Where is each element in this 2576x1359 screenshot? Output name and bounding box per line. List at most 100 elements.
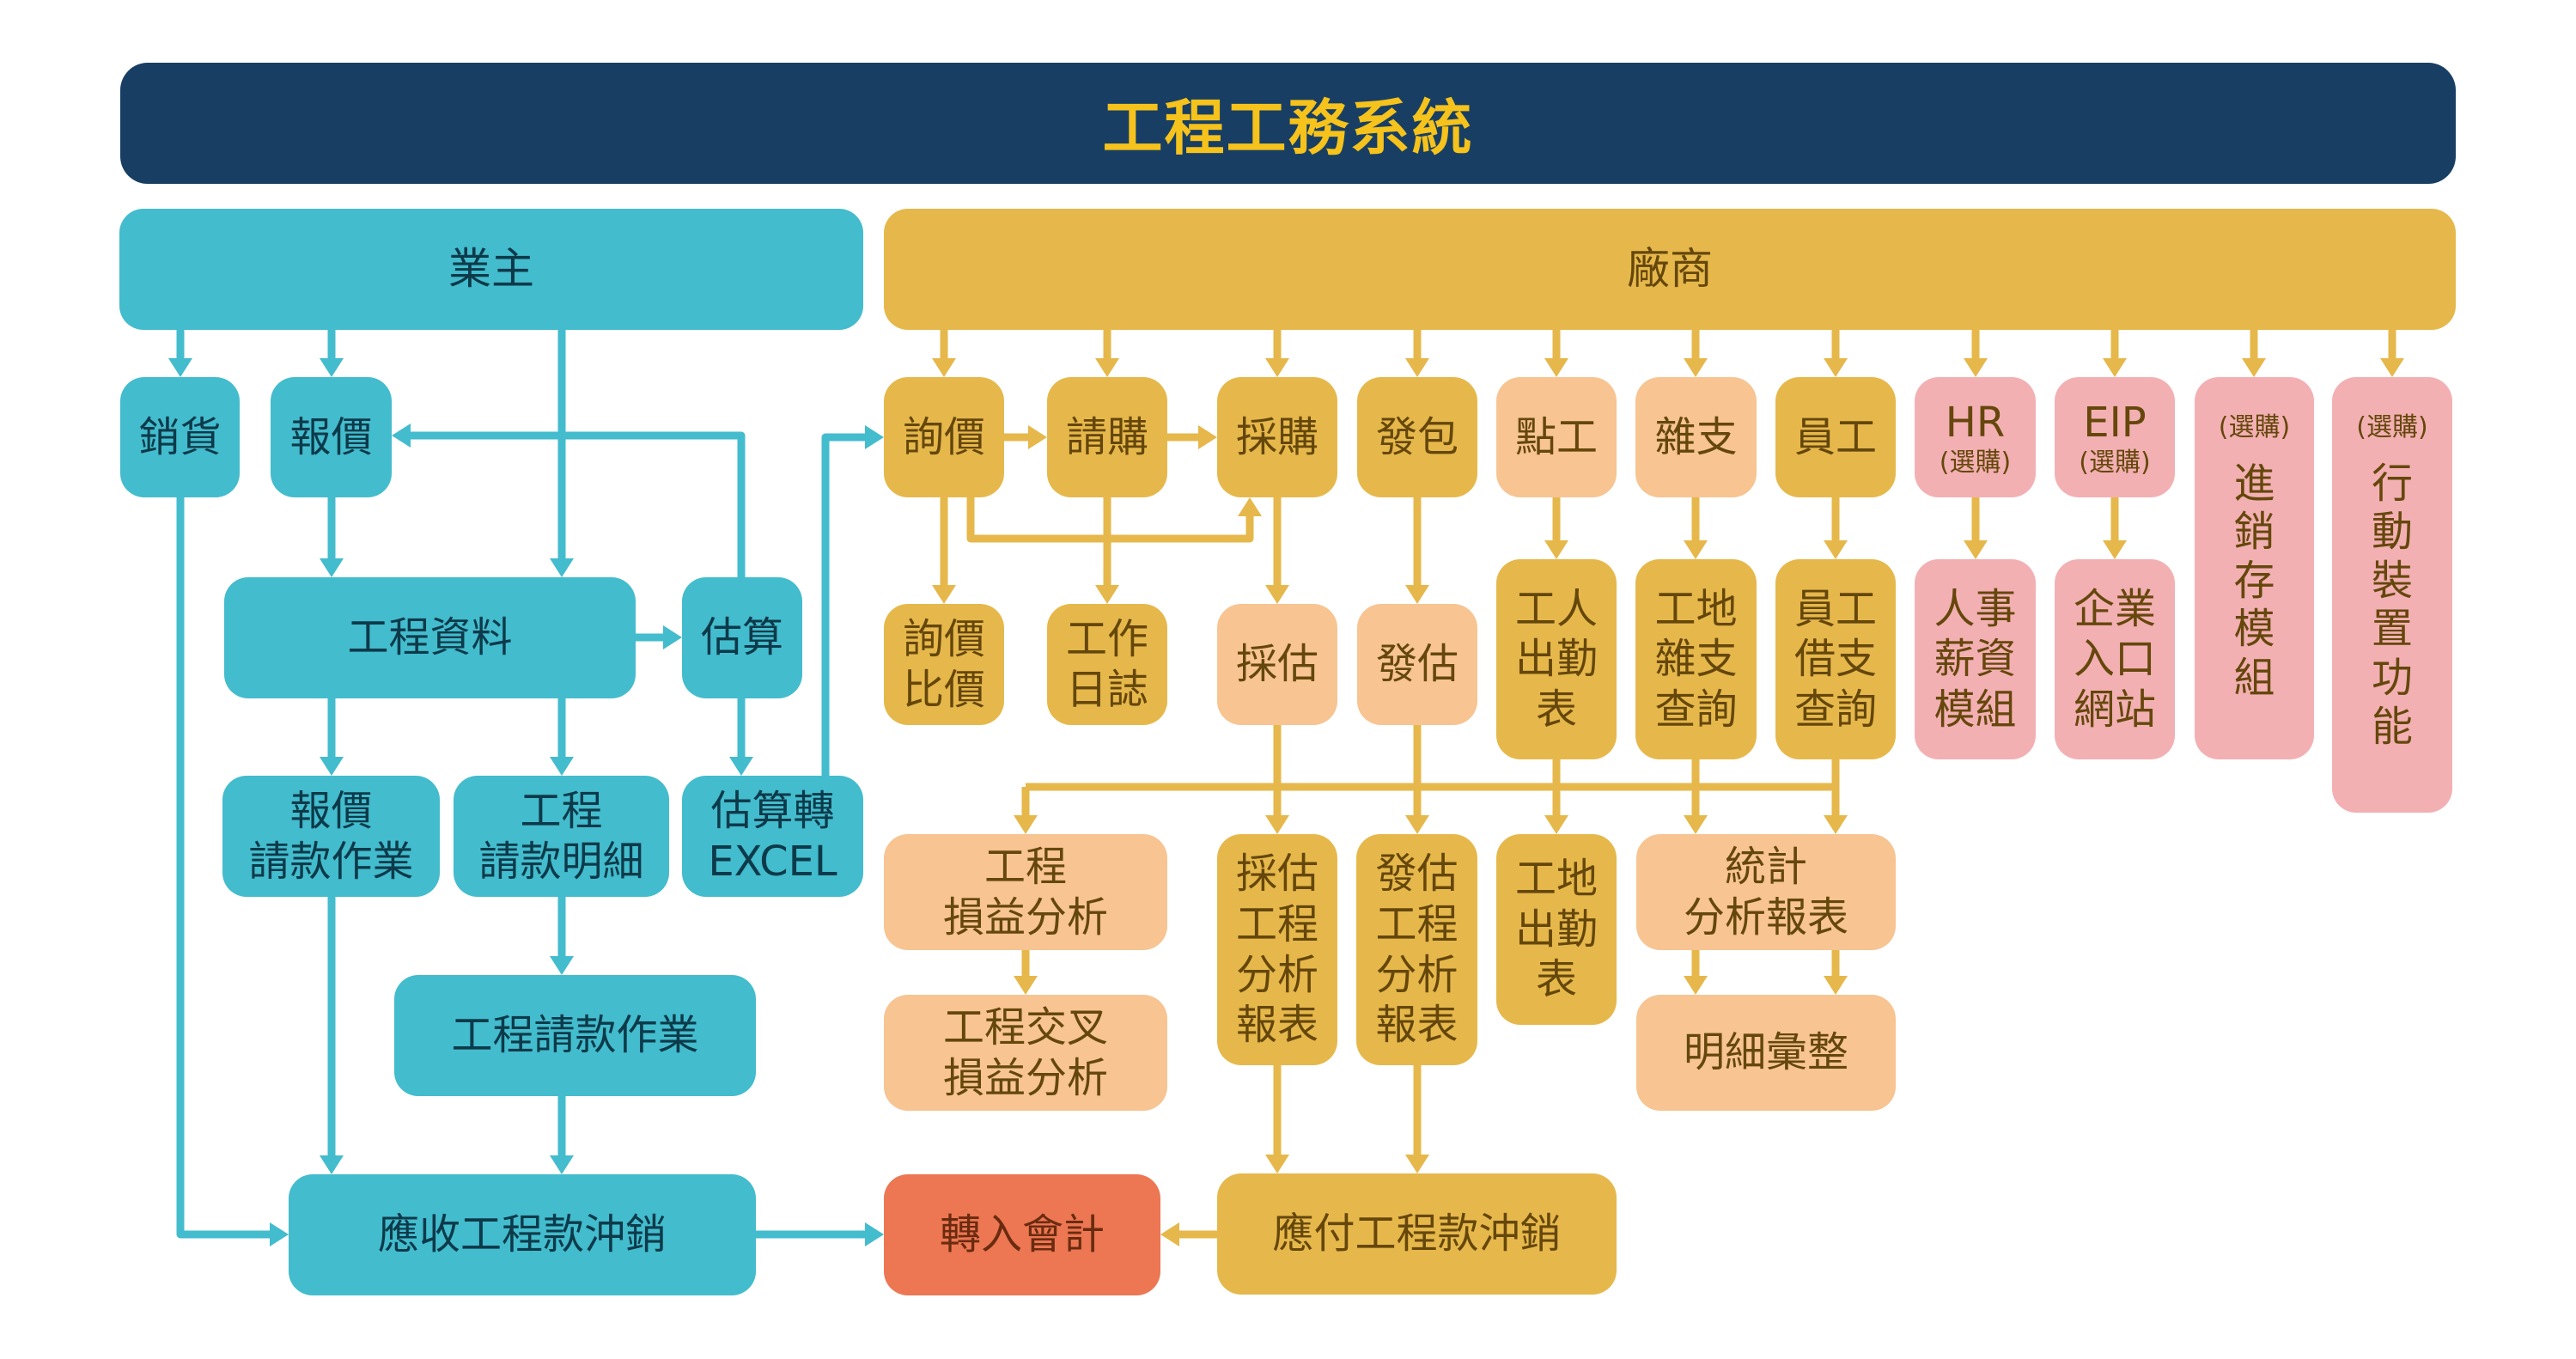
- node-subcontract-est-report[interactable]: 發估 工程 分析 報表: [1356, 834, 1477, 1065]
- arrowhead-down-icon: [2242, 358, 2266, 377]
- node-inventory-label: 進 銷 存 模 組: [2233, 459, 2275, 703]
- arrowhead-down-icon: [550, 956, 574, 975]
- node-project-data[interactable]: 工程資料: [224, 577, 636, 698]
- arrowhead-down-icon: [1964, 540, 1988, 559]
- arrowhead-down-icon: [1684, 815, 1708, 834]
- node-purchase-estimate[interactable]: 採估: [1217, 604, 1337, 725]
- arrowhead-down-icon: [2380, 358, 2404, 377]
- node-labor[interactable]: 點工: [1496, 377, 1617, 497]
- arrowhead-up-icon: [1238, 497, 1262, 516]
- arrowhead-down-icon: [1095, 585, 1119, 604]
- node-sales[interactable]: 銷貨: [120, 377, 240, 497]
- node-worker-attendance-label: 工人 出勤 表: [1514, 584, 1598, 734]
- node-purchase-est-report[interactable]: 採估 工程 分析 報表: [1217, 834, 1337, 1065]
- node-mobile[interactable]: (選購) 行 動 裝 置 功 能: [2332, 377, 2452, 813]
- node-inquiry[interactable]: 詢價: [884, 377, 1004, 497]
- arrowhead-down-icon: [1405, 585, 1429, 604]
- arrow-excel-to-inquiry: [821, 433, 867, 776]
- node-stat-report-label: 統計 分析報表: [1683, 842, 1848, 942]
- node-subcontract-est-report-label: 發估 工程 分析 報表: [1375, 850, 1459, 1050]
- node-employee-advance-query[interactable]: 員工 借支 查詢: [1775, 559, 1896, 759]
- node-inquiry-compare[interactable]: 詢價 比價: [884, 604, 1004, 725]
- arrowhead-down-icon: [1824, 358, 1848, 377]
- owner-header: 業主: [119, 209, 863, 330]
- node-payable-writeoff[interactable]: 應付工程款沖銷: [1217, 1173, 1617, 1295]
- arrowhead-down-icon: [1014, 815, 1038, 834]
- diagram-title: 工程工務系統: [1102, 92, 1474, 163]
- node-quote-label: 報價: [289, 412, 373, 461]
- node-eip-title: EIP: [2083, 399, 2147, 448]
- node-work-log[interactable]: 工作 日誌: [1047, 604, 1167, 725]
- arrowhead-down-icon: [1265, 815, 1289, 834]
- node-mobile-label: 行 動 裝 置 功 能: [2371, 459, 2413, 751]
- arrowhead-down-icon: [1824, 976, 1848, 995]
- arrowhead-down-icon: [1964, 358, 1988, 377]
- arrowhead-right-icon: [1198, 425, 1217, 449]
- node-subcontract-label: 發包: [1375, 412, 1459, 461]
- node-site-misc-query[interactable]: 工地 雜支 查詢: [1635, 559, 1757, 759]
- node-misc[interactable]: 雜支: [1635, 377, 1757, 497]
- node-hr[interactable]: HR (選購): [1915, 377, 2036, 497]
- node-cross-pl-label: 工程交叉 損益分析: [942, 1002, 1108, 1102]
- node-requisition[interactable]: 請購: [1047, 377, 1167, 497]
- node-site-attendance-label: 工地 出勤 表: [1514, 855, 1598, 1004]
- node-quote-billing[interactable]: 報價 請款作業: [222, 776, 440, 897]
- node-hr-optional: (選購): [1939, 447, 2012, 478]
- node-cross-pl[interactable]: 工程交叉 損益分析: [884, 995, 1167, 1111]
- arrowhead-down-icon: [320, 558, 344, 577]
- node-project-billing[interactable]: 工程請款作業: [394, 975, 756, 1096]
- arrowhead-down-icon: [1405, 815, 1429, 834]
- node-sales-label: 銷貨: [138, 412, 222, 461]
- node-subcontract[interactable]: 發包: [1357, 377, 1477, 497]
- node-inventory-optional: (選購): [2218, 412, 2291, 442]
- arrowhead-down-icon: [1014, 976, 1038, 995]
- arrowhead-down-icon: [1544, 540, 1568, 559]
- node-receivable-writeoff-label: 應收工程款沖銷: [377, 1210, 667, 1259]
- arrowhead-left-icon: [392, 424, 411, 448]
- vendor-header-label: 廠商: [1627, 244, 1713, 294]
- node-quote-billing-label: 報價 請款作業: [248, 786, 414, 886]
- arrowhead-down-icon: [1405, 1155, 1429, 1173]
- title-banner: 工程工務系統: [120, 63, 2456, 184]
- node-hr-payroll[interactable]: 人事 薪資 模組: [1915, 559, 2036, 759]
- node-receivable-writeoff[interactable]: 應收工程款沖銷: [289, 1174, 756, 1295]
- node-employee[interactable]: 員工: [1775, 377, 1896, 497]
- node-transfer-accounting[interactable]: 轉入會計: [884, 1174, 1160, 1295]
- node-estimate-to-excel[interactable]: 估算轉 EXCEL: [682, 776, 863, 897]
- arrowhead-left-icon: [1160, 1222, 1179, 1246]
- node-stat-report[interactable]: 統計 分析報表: [1636, 834, 1896, 950]
- arrowhead-down-icon: [1265, 1155, 1289, 1173]
- node-subcontract-estimate[interactable]: 發估: [1357, 604, 1477, 725]
- node-site-misc-query-label: 工地 雜支 查詢: [1654, 584, 1738, 734]
- arrowhead-down-icon: [1684, 976, 1708, 995]
- node-project-billing-label: 工程請款作業: [451, 1011, 699, 1060]
- node-project-billing-detail[interactable]: 工程 請款明細: [454, 776, 669, 897]
- vendor-header: 廠商: [884, 209, 2456, 330]
- node-enterprise-portal[interactable]: 企業 入口 網站: [2055, 559, 2175, 759]
- arrowhead-down-icon: [2103, 358, 2127, 377]
- node-employee-advance-query-label: 員工 借支 查詢: [1793, 584, 1877, 734]
- node-labor-label: 點工: [1514, 412, 1598, 461]
- arrowhead-down-icon: [320, 757, 344, 776]
- node-inquiry-label: 詢價: [902, 412, 985, 461]
- node-purchase[interactable]: 採購: [1217, 377, 1337, 497]
- arrowhead-right-icon: [663, 625, 682, 649]
- arrow-sales-to-receivable: [176, 497, 271, 1239]
- arrowhead-down-icon: [2103, 540, 2127, 559]
- node-quote[interactable]: 報價: [271, 377, 392, 497]
- node-estimate[interactable]: 估算: [682, 577, 802, 698]
- arrowhead-down-icon: [1095, 358, 1119, 377]
- arrowhead-down-icon: [1684, 540, 1708, 559]
- node-inventory[interactable]: (選購) 進 銷 存 模 組: [2195, 377, 2314, 759]
- node-mobile-optional: (選購): [2356, 412, 2428, 442]
- node-enterprise-portal-label: 企業 入口 網站: [2073, 584, 2156, 734]
- node-project-pl[interactable]: 工程 損益分析: [884, 834, 1167, 950]
- node-detail-summary[interactable]: 明細彙整: [1636, 995, 1896, 1111]
- node-worker-attendance[interactable]: 工人 出勤 表: [1496, 559, 1617, 759]
- node-purchase-label: 採購: [1235, 412, 1318, 461]
- node-site-attendance[interactable]: 工地 出勤 表: [1496, 834, 1617, 1025]
- node-eip[interactable]: EIP (選購): [2055, 377, 2175, 497]
- node-requisition-label: 請購: [1065, 412, 1148, 461]
